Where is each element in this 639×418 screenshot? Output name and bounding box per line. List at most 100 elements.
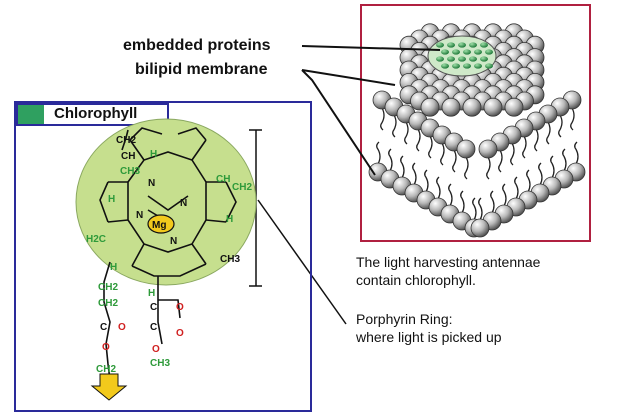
molecule-atoms: CH2 CH H CH3 H H2C CH CH2 H CH3 N N N N … [86, 135, 252, 375]
lipid-tail [558, 114, 563, 138]
lipid-tail [514, 176, 519, 200]
lipid-tail [388, 148, 393, 172]
chlorophyll-header [16, 103, 169, 126]
atom-ch2-right: CH2 [232, 182, 252, 193]
lipid-head-top [483, 97, 503, 117]
lipid-tail [428, 135, 433, 159]
atom-c-chain: C [100, 322, 107, 333]
lipid-tail [472, 197, 477, 221]
lipid-head-top-side [456, 139, 476, 159]
molecule-bonds [99, 127, 237, 381]
atom-h-mid: H [148, 288, 155, 299]
lipid-head-top [420, 97, 440, 117]
lipid-tail [502, 183, 507, 207]
lipid-tail [526, 169, 531, 193]
lipid-tail [400, 155, 405, 179]
atom-ch2-chain3: CH2 [96, 364, 116, 375]
atom-o-chain1: O [118, 322, 126, 333]
embedded-protein [485, 63, 493, 69]
bilipid-membrane-label: bilipid membrane [135, 61, 268, 78]
lipid-tail [436, 176, 441, 200]
lipid-head-bottom [470, 218, 490, 238]
embedded-protein [441, 63, 449, 69]
lipid-tail [424, 169, 429, 193]
atom-h-top: H [150, 149, 157, 160]
atom-o-mid1: O [176, 302, 184, 313]
lipid-head-top-side [478, 139, 498, 159]
atom-o-mid3: O [152, 344, 160, 355]
embedded-protein [469, 42, 477, 48]
atom-ch2-top: CH2 [116, 135, 136, 146]
lipid-tail [404, 121, 409, 145]
lipid-tail [574, 141, 579, 165]
embedded-protein [469, 56, 477, 62]
atom-c-mid2: C [150, 322, 157, 333]
embedded-protein [480, 56, 488, 62]
lipid-tail [534, 128, 539, 152]
atom-h2c-left: H2C [86, 234, 106, 245]
atom-h-right: H [226, 214, 233, 225]
embedded-protein [474, 63, 482, 69]
lipid-tail [550, 155, 555, 179]
embedded-protein [458, 56, 466, 62]
lipid-tail [440, 142, 445, 166]
atom-ch2-chain2: CH2 [98, 298, 118, 309]
embedded-proteins-label: embedded proteins [123, 37, 271, 54]
atom-ch-right: CH [216, 174, 230, 185]
embedded-protein [452, 49, 460, 55]
antennae-caption-line2: contain chlorophyll. [356, 272, 476, 288]
lipid-tail [448, 183, 453, 207]
embedded-protein [463, 63, 471, 69]
embedded-protein [452, 63, 460, 69]
embedded-proteins-leader [301, 45, 441, 51]
lipid-tail [464, 156, 469, 180]
embedded-protein [447, 56, 455, 62]
lipid-tail [570, 107, 575, 131]
embedded-protein [463, 49, 471, 55]
magnesium-atom [147, 214, 175, 234]
atom-ch3-bottom: CH3 [150, 358, 170, 369]
atom-o-chain2: O [102, 342, 110, 353]
lipid-head-top [441, 97, 461, 117]
atom-o-mid2: O [176, 328, 184, 339]
lipid-tail [538, 162, 543, 186]
chlorophyll-panel [14, 101, 312, 412]
atom-n-left: N [136, 210, 143, 221]
lipid-tail [392, 114, 397, 138]
lipid-tail [486, 156, 491, 180]
embedded-protein [480, 42, 488, 48]
porphyrin-disc [75, 118, 257, 286]
down-arrow-icon [90, 373, 128, 401]
bilipid-membrane-leader-2 [301, 69, 396, 86]
atom-ch2-chain1: CH2 [98, 282, 118, 293]
antennae-caption-line1: The light harvesting antennae [356, 254, 541, 270]
lipid-tail [562, 148, 567, 172]
atom-c-mid: C [150, 302, 157, 313]
atom-h-bottom: H [110, 262, 117, 273]
embedded-protein [447, 42, 455, 48]
embedded-protein [458, 42, 466, 48]
lipid-tail [498, 149, 503, 173]
bilipid-membrane-leader [301, 69, 376, 176]
atom-h-left: H [108, 194, 115, 205]
porphyrin-leader [257, 199, 347, 325]
atom-ch3-left: CH3 [120, 166, 140, 177]
lipid-head-top [462, 97, 482, 117]
lipid-tail [522, 135, 527, 159]
lipid-tail [490, 190, 495, 214]
atom-n-bottom: N [170, 236, 177, 247]
embedded-protein [436, 42, 444, 48]
lipid-tail [546, 121, 551, 145]
lipid-tail [412, 162, 417, 186]
atom-n-right: N [180, 198, 187, 209]
lipid-tail [380, 107, 385, 131]
magnesium-label: Mg [152, 220, 166, 231]
chlorophyll-swatch [18, 105, 44, 124]
lipid-tail [452, 149, 457, 173]
lipid-tail [376, 141, 381, 165]
embedded-protein [441, 49, 449, 55]
lipid-tail [478, 197, 483, 221]
